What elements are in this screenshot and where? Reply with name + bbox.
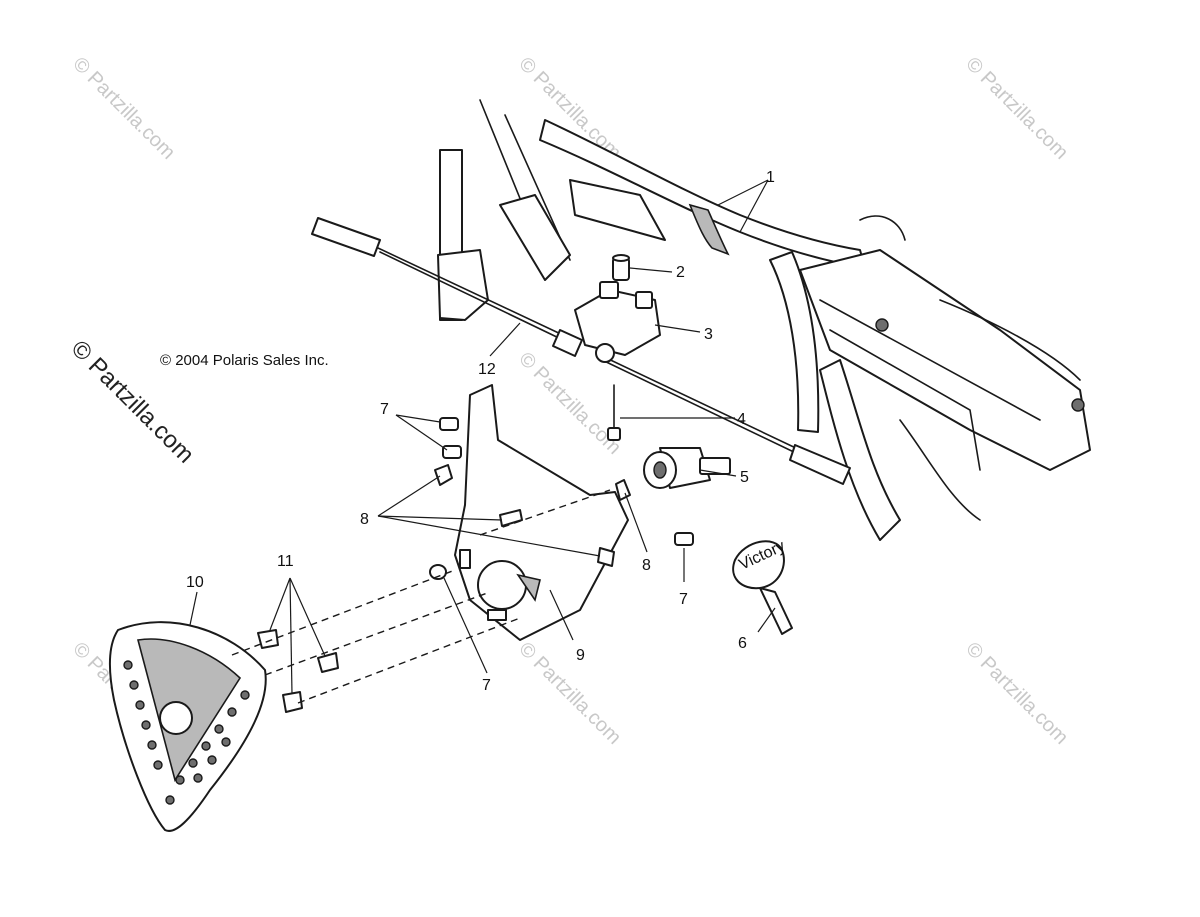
callout-11: 11 [277,553,294,570]
clip-11-c [282,691,303,713]
frame-assembly [437,99,1091,541]
bolt-7-lower [429,564,447,580]
part-12-cable [311,217,851,485]
watermark-mid-center: © Partzilla.com [514,348,625,459]
callout-2: 2 [676,264,685,281]
part-4-pin [607,384,621,441]
callout-9: 9 [576,647,585,664]
callout-4: 4 [737,411,746,428]
part-3-choke-housing [574,281,661,363]
callout-7-upper: 7 [380,401,389,418]
callouts: 1 2 3 4 5 6 7 7 7 8 8 9 10 11 12 [186,169,775,694]
watermark-bottom-right: © Partzilla.com [961,638,1072,749]
assembly-lines [231,489,611,704]
clip-11-b [317,652,339,673]
part-11-clips [257,629,339,713]
vent-holes [123,660,250,805]
copyright-notice: © 2004 Polaris Sales Inc. [160,352,329,369]
callout-1: 1 [766,169,775,186]
bolt-7-upper-b [442,445,462,459]
part-9-mounting-bracket [454,384,629,641]
callout-12: 12 [478,361,496,378]
part-1-bracket [688,203,730,256]
part-5-ignition-switch [643,447,731,489]
part-10-headlight-cover [108,621,267,832]
bolt-7-upper-a [439,417,459,431]
callout-8-left: 8 [360,511,369,528]
callout-7-lower: 7 [482,677,491,694]
part-7-bolts [429,417,694,580]
leader-lines [189,179,776,695]
watermark-bottom-center: © Partzilla.com [514,638,625,749]
callout-6: 6 [738,635,747,652]
callout-7-right: 7 [679,591,688,608]
callout-5: 5 [740,469,749,486]
watermark-top-right: © Partzilla.com [961,53,1072,164]
callout-3: 3 [704,326,713,343]
callout-8-right: 8 [642,557,651,574]
part-6-key: Victory [732,538,793,635]
part-2-spacer [612,254,630,281]
clip-11-a [257,629,279,649]
callout-10: 10 [186,574,204,591]
bolt-7-right [674,532,694,546]
watermark-top-left: © Partzilla.com [68,53,179,164]
part-8-clips [434,464,631,567]
